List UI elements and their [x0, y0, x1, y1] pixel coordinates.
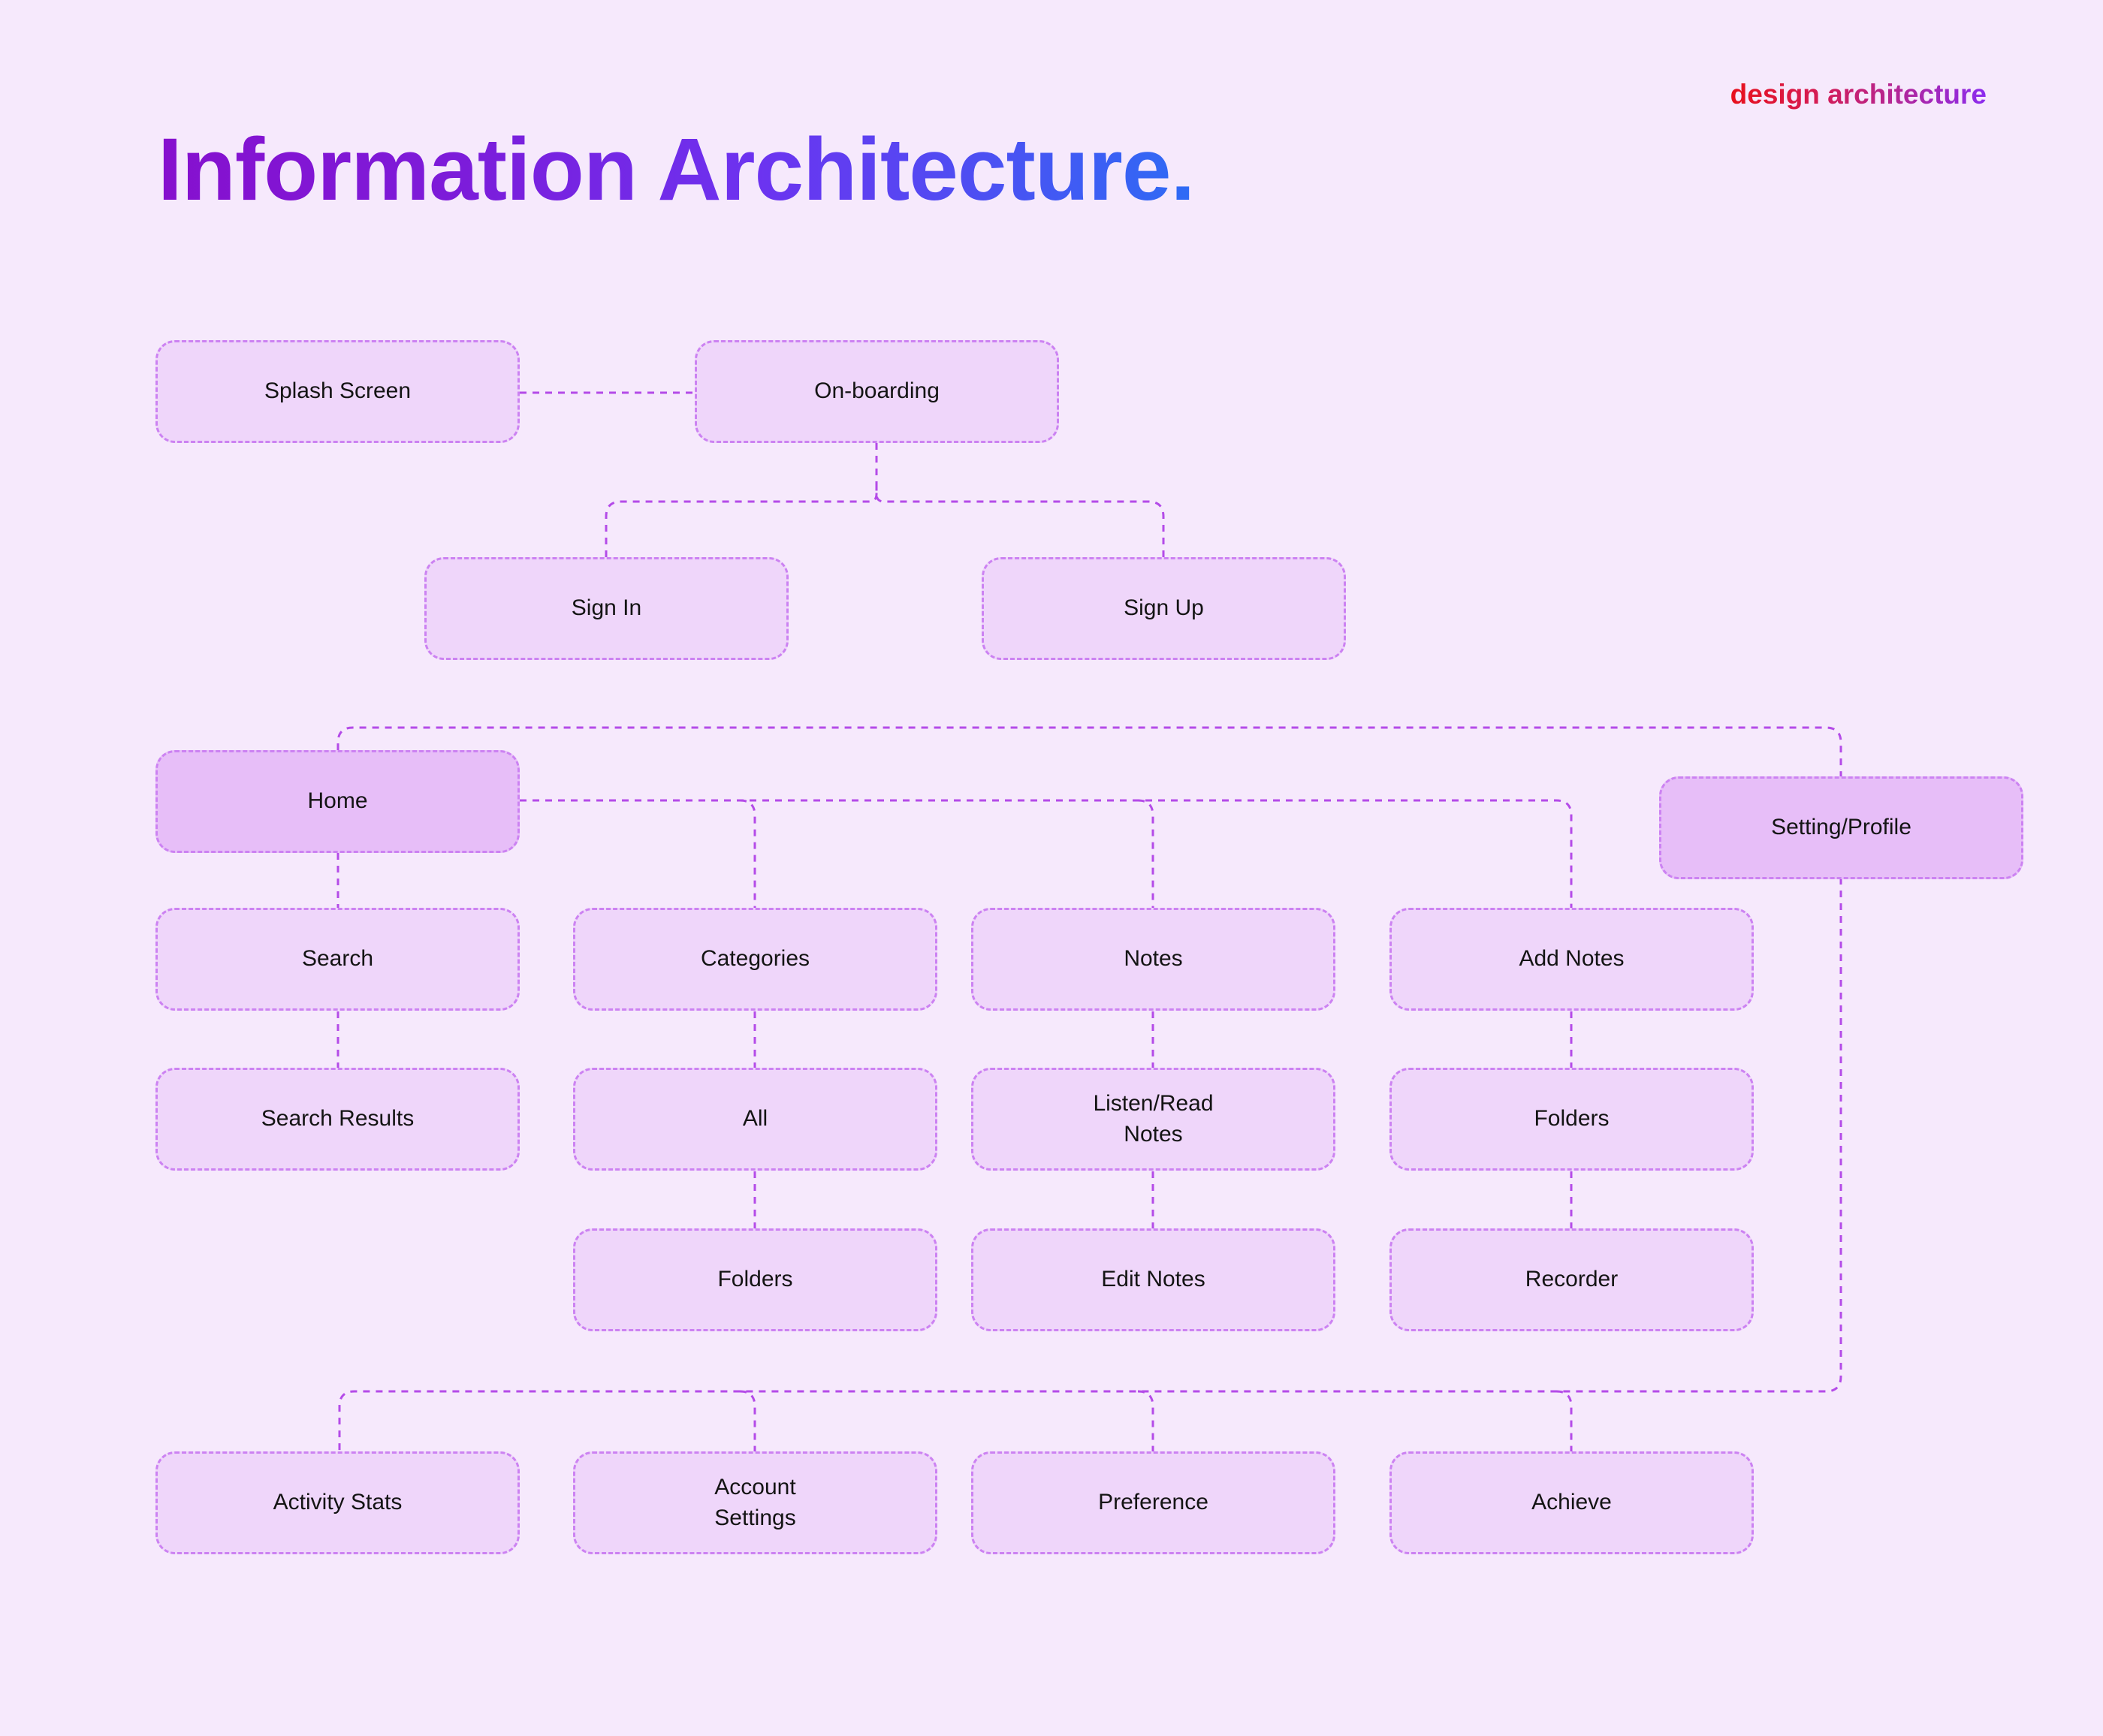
connector-home-notes [1137, 799, 1154, 908]
node-search: Search [155, 908, 520, 1011]
node-notes: Notes [971, 908, 1335, 1011]
connector-home-addnotes [520, 799, 1573, 908]
node-categories: Categories [573, 908, 937, 1011]
page-title: Information Architecture. [158, 120, 1195, 219]
node-recorder: Recorder [1389, 1228, 1754, 1331]
node-splash-screen: Splash Screen [155, 340, 520, 443]
connector-onboarding-signup [875, 487, 1165, 557]
connector-settingprofile-accountsettings [739, 1390, 756, 1451]
node-sign-up: Sign Up [982, 557, 1346, 660]
node-search-results: Search Results [155, 1068, 520, 1171]
node-edit-notes: Edit Notes [971, 1228, 1335, 1331]
node-add-notes: Add Notes [1389, 908, 1754, 1011]
connector-settingprofile-preference [1137, 1390, 1154, 1451]
node-folders-under-add-notes: Folders [1389, 1068, 1754, 1171]
node-setting-profile: Setting/Profile [1659, 776, 2023, 879]
node-activity-stats: Activity Stats [155, 1451, 520, 1554]
brand-logo: design architecture [1730, 79, 1987, 110]
connector-onboarding-signin [605, 487, 878, 557]
node-on-boarding: On-boarding [695, 340, 1059, 443]
connector-home-settingprofile [336, 726, 1842, 776]
node-account-settings: Account Settings [573, 1451, 937, 1554]
connector-home-categories [739, 799, 756, 908]
node-achieve: Achieve [1389, 1451, 1754, 1554]
node-preference: Preference [971, 1451, 1335, 1554]
node-sign-in: Sign In [424, 557, 789, 660]
node-folders-under-categories: Folders [573, 1228, 937, 1331]
node-home: Home [155, 750, 520, 853]
connector-settingprofile-achieve [1555, 1390, 1573, 1451]
node-listen-read-notes: Listen/Read Notes [971, 1068, 1335, 1171]
node-all: All [573, 1068, 937, 1171]
